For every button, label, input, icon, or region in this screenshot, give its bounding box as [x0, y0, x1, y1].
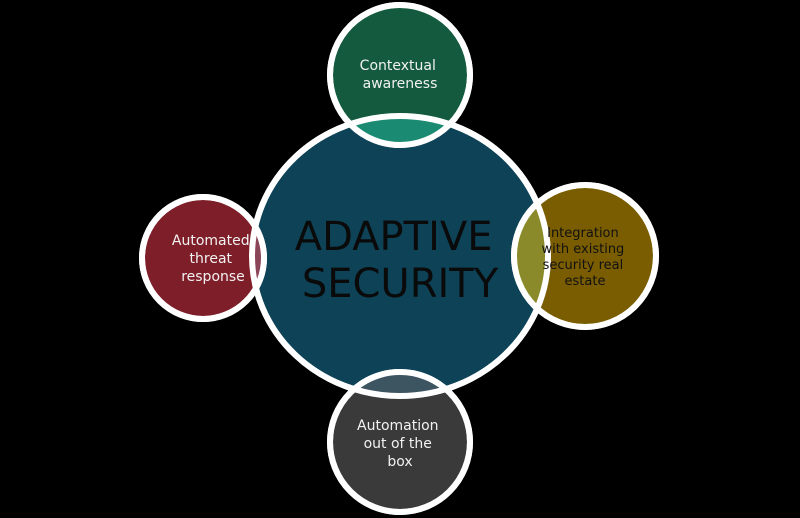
label-automation-out-of-the-box: Automation out of the box: [357, 418, 443, 470]
center-title-line-1: ADAPTIVE: [295, 214, 493, 260]
label-top-line-1: Contextual: [360, 58, 436, 74]
center-title-line-2: SECURITY: [302, 261, 499, 307]
satellite-outline-right: [511, 182, 659, 330]
label-automated-threat-response: Automated threat response: [172, 233, 254, 285]
label-contextual-awareness: Contextual awareness: [360, 58, 441, 92]
satellite-outline-top: [327, 2, 473, 148]
label-bottom-line-2: out of the: [364, 436, 432, 452]
label-right-line-2: with existing: [542, 242, 625, 257]
label-left-line-1: Automated: [172, 233, 250, 249]
label-top-line-2: awareness: [363, 76, 438, 92]
label-left-line-2: threat: [190, 251, 233, 267]
satellite-outline-bottom: [327, 369, 473, 515]
label-bottom-line-3: box: [387, 454, 412, 470]
center-title: ADAPTIVE SECURITY: [295, 214, 506, 307]
center-circle-outline: [249, 113, 551, 399]
label-integration: Integration with existing security real …: [542, 226, 629, 289]
label-bottom-line-1: Automation: [357, 418, 439, 434]
label-left-line-3: response: [181, 269, 245, 285]
label-right-line-4: estate: [565, 274, 606, 289]
label-right-line-3: security real: [543, 258, 624, 273]
outline-group: [139, 2, 659, 515]
satellite-outline-left: [139, 194, 267, 322]
label-right-line-1: Integration: [547, 226, 619, 241]
